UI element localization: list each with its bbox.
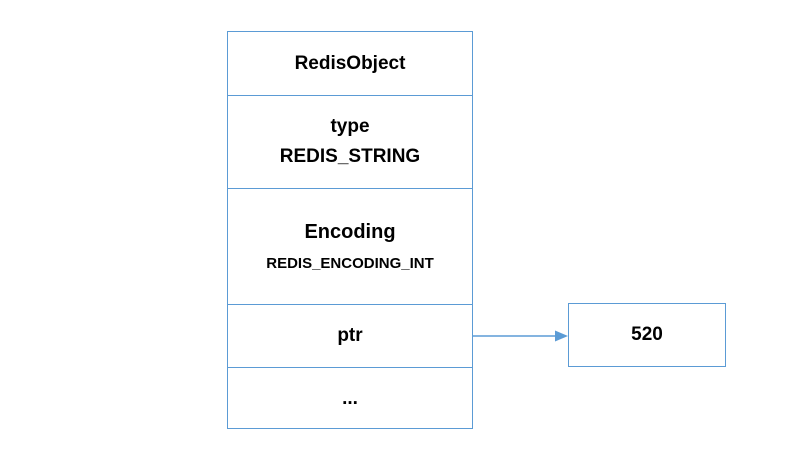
type-field-value: REDIS_STRING bbox=[279, 146, 421, 167]
more-fields-label: ... bbox=[342, 388, 358, 409]
type-field-label: type bbox=[330, 116, 370, 137]
encoding-field-cell: Encoding REDIS_ENCODING_INT bbox=[228, 189, 472, 305]
type-field-cell: type REDIS_STRING bbox=[228, 96, 472, 189]
value-box: 520 bbox=[568, 303, 726, 367]
ptr-field-cell: ptr bbox=[228, 305, 472, 368]
encoding-field-label: Encoding bbox=[304, 220, 396, 243]
encoding-field-value: REDIS_ENCODING_INT bbox=[266, 254, 434, 272]
more-fields-cell: ... bbox=[228, 368, 472, 430]
redis-object-title: RedisObject bbox=[294, 52, 406, 74]
value-box-value: 520 bbox=[631, 324, 663, 345]
pointer-arrow-head bbox=[555, 330, 568, 342]
redis-object-title-cell: RedisObject bbox=[228, 32, 472, 96]
ptr-field-label: ptr bbox=[337, 325, 363, 346]
redis-object-box: RedisObject type REDIS_STRING Encoding R… bbox=[227, 31, 473, 429]
